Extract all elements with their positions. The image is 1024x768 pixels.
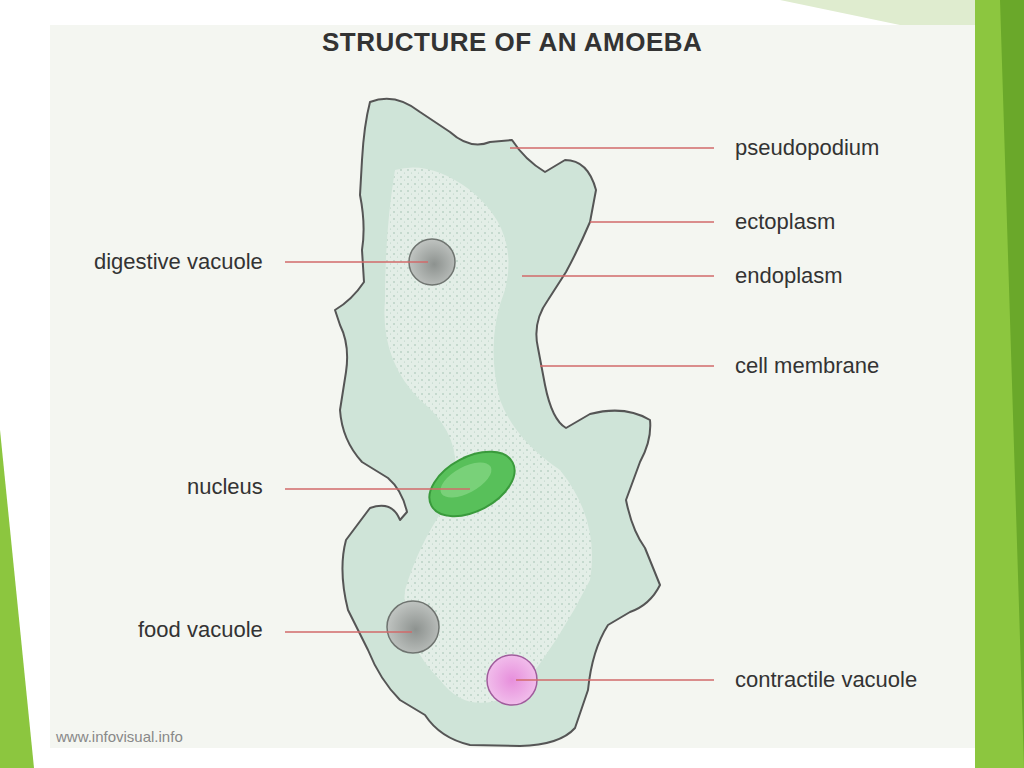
leader-line [522,275,714,277]
diagram-title: STRUCTURE OF AN AMOEBA [322,27,702,58]
image-ground [50,25,975,748]
slide-decoration [780,0,975,25]
slide-decoration [975,0,1024,768]
slide-decoration [0,430,34,768]
leader-line [285,631,412,633]
leader-line [516,679,714,681]
endoplasm-region [384,168,592,703]
part-label: nucleus [187,473,263,501]
part-label: ectoplasm [735,208,835,236]
leader-line [590,221,714,223]
leader-lines [285,148,714,680]
endoplasm-granules [384,168,592,703]
cell-body [335,99,660,746]
part-label: pseudopodium [735,134,879,162]
leader-line [285,488,470,490]
food-vacuole [387,601,439,653]
nucleus-highlight [435,455,497,504]
watermark: www.infovisual.info [56,728,183,745]
part-label: endoplasm [735,262,843,290]
slide-decoration [1000,0,1024,768]
leader-line [540,365,714,367]
leader-line [510,147,714,149]
leader-line [285,261,428,263]
part-label: cell membrane [735,352,879,380]
part-label: food vacuole [138,616,263,644]
nucleus [419,439,526,530]
part-label: digestive vacuole [94,248,263,276]
part-label: contractile vacuole [735,666,917,694]
